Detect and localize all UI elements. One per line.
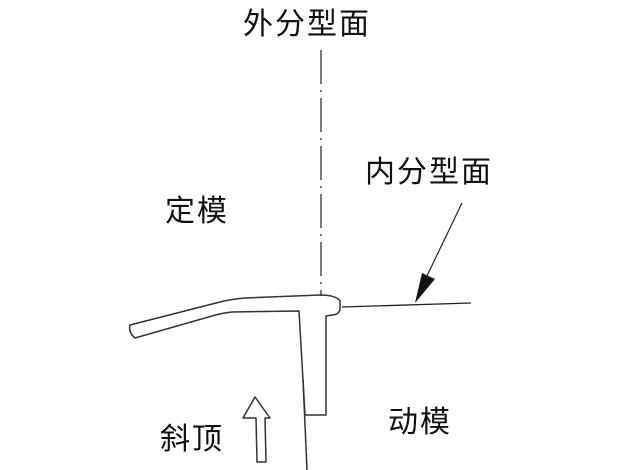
up-arrow-icon [242, 396, 271, 463]
inner-parting-surface-label: 内分型面 [365, 155, 493, 190]
outer-parting-surface-label: 外分型面 [243, 7, 371, 42]
fixed-mold-label: 定模 [165, 194, 229, 229]
lifter-label: 斜顶 [160, 422, 224, 457]
lifter-slanted-edge [302, 379, 308, 470]
leader-arrowhead-icon [415, 273, 435, 303]
moving-mold-label: 动模 [388, 405, 452, 440]
inner-parting-line [341, 302, 472, 308]
leader-line [424, 202, 463, 281]
plastic-part-outline [128, 294, 341, 416]
